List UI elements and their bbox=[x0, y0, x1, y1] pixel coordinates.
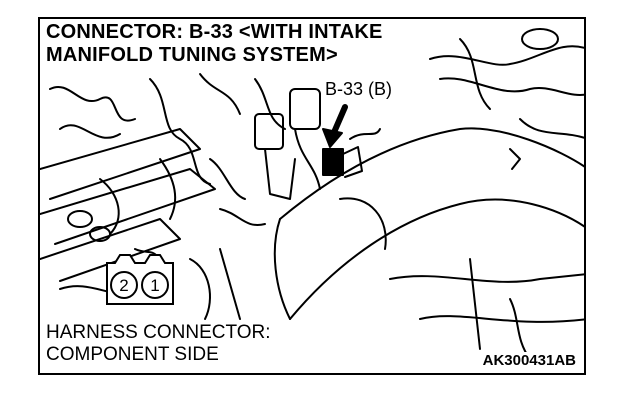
figure-code: AK300431AB bbox=[480, 352, 578, 369]
title-line-2: MANIFOLD TUNING SYSTEM> bbox=[46, 44, 338, 66]
pin-label-1: 1 bbox=[150, 276, 159, 295]
harness-connector-caption: HARNESS CONNECTOR: COMPONENT SIDE bbox=[46, 322, 271, 366]
title-line-1: CONNECTOR: B-33 <WITH INTAKE bbox=[46, 21, 383, 43]
footer-line-1: HARNESS CONNECTOR: bbox=[46, 322, 271, 343]
pin-label-2: 2 bbox=[119, 276, 128, 295]
footer-line-2: COMPONENT SIDE bbox=[46, 344, 219, 365]
connector-callout-label: B-33 (B) bbox=[323, 79, 395, 99]
diagram-frame: 2 1 CONNECTOR: B-33 <WITH INTAKE MANIFOL… bbox=[38, 17, 586, 375]
diagram-title: CONNECTOR: B-33 <WITH INTAKE MANIFOLD TU… bbox=[46, 21, 383, 67]
connector-face: 2 1 bbox=[106, 254, 174, 305]
